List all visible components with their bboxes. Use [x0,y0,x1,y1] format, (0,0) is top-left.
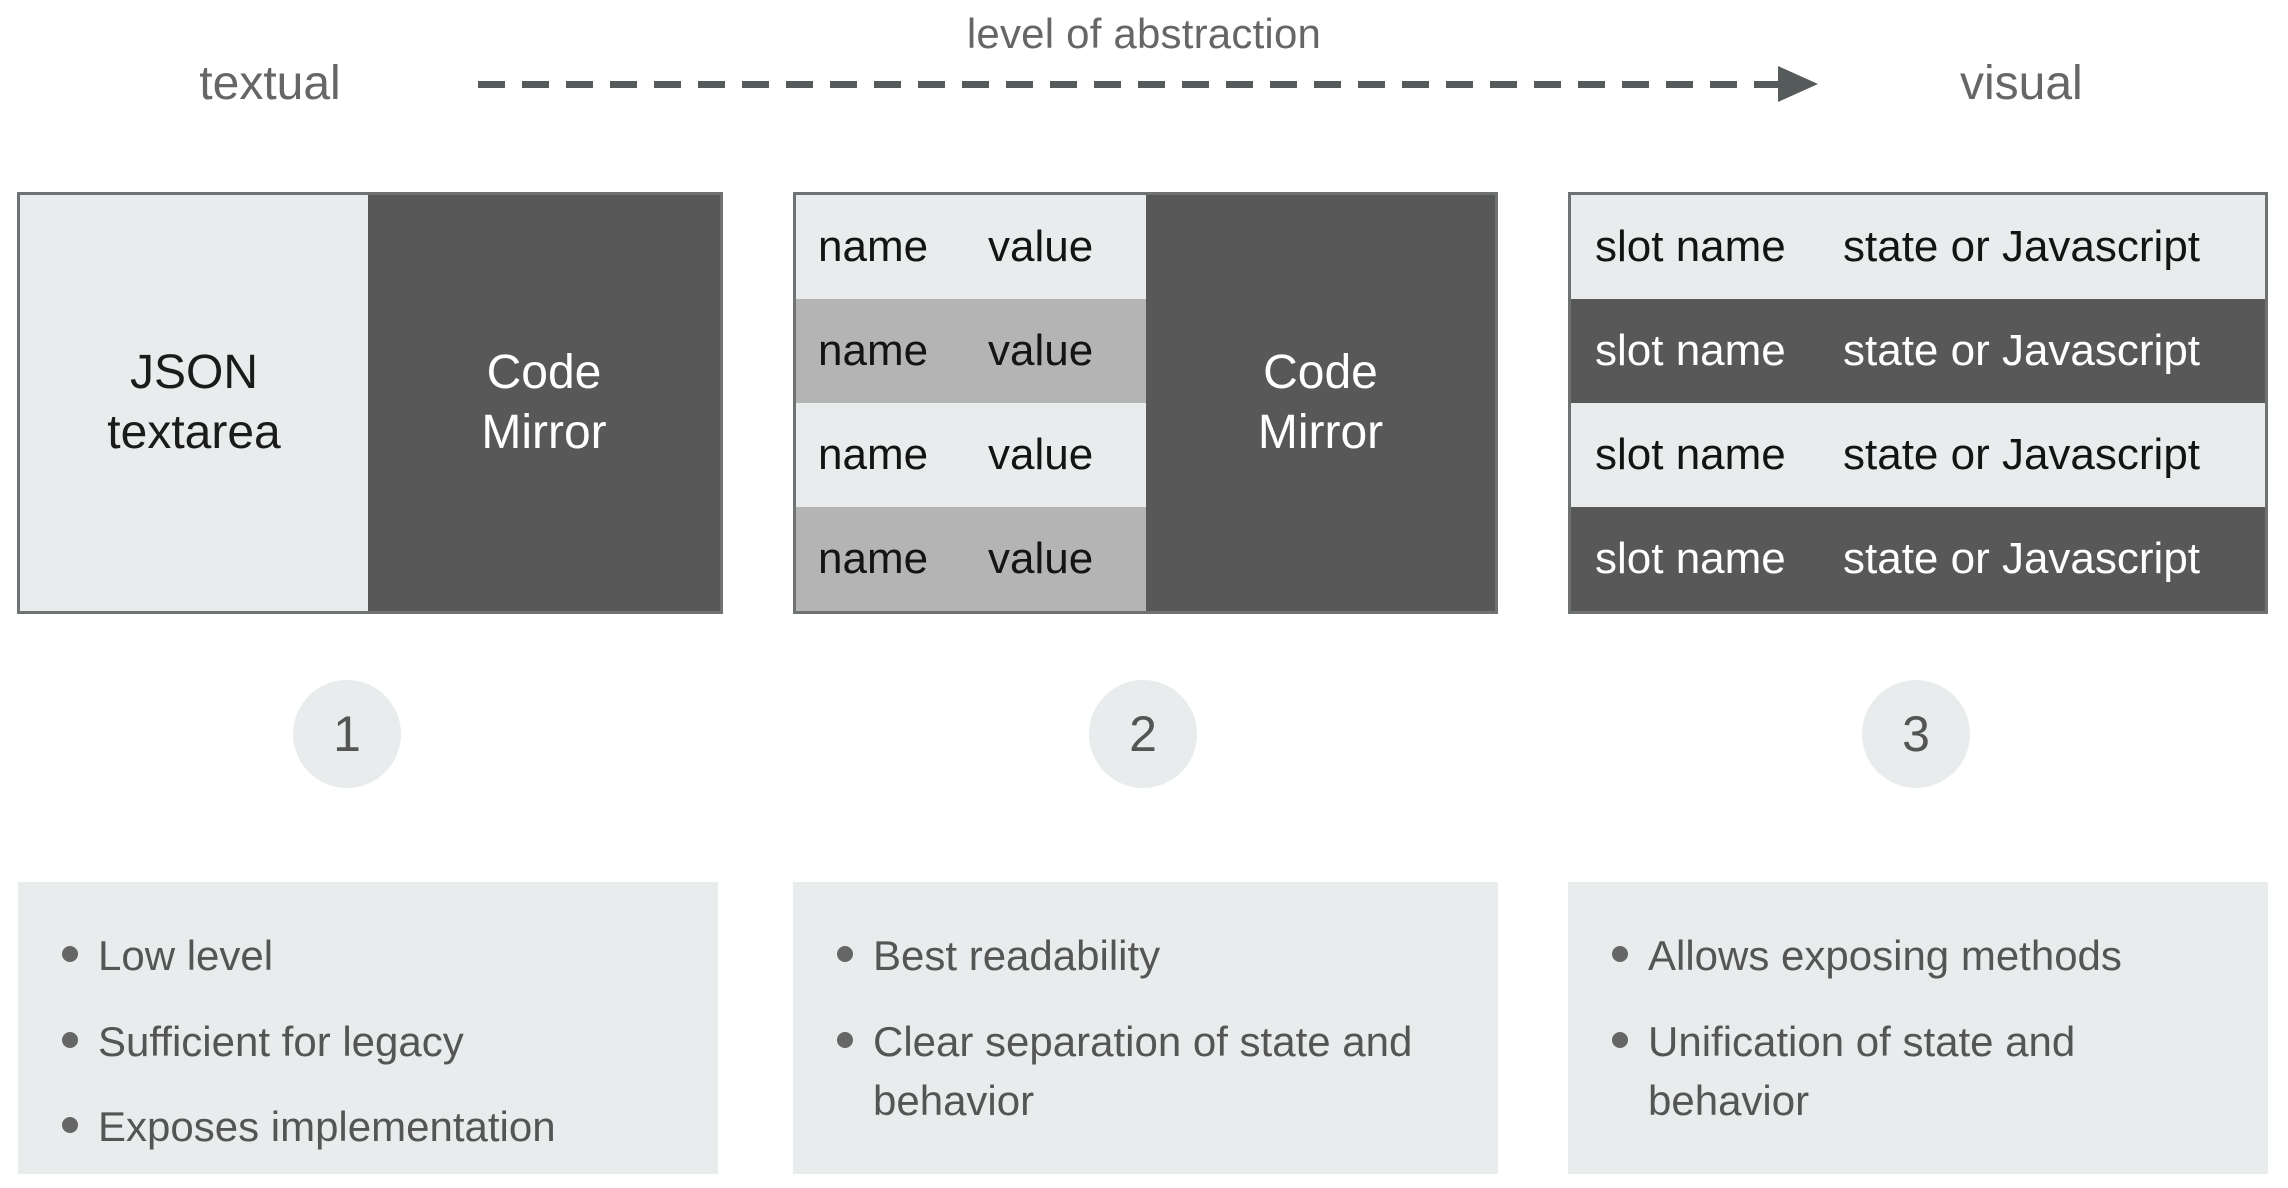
slot-name: slot name [1595,326,1786,375]
note-text: Unification of state and behavior [1648,1017,2076,1125]
bullet-icon [62,1031,78,1048]
step-badge-2: 2 [1089,680,1197,788]
bullet-icon [1612,1031,1628,1048]
kv-value: value [988,326,1094,375]
slot-name: slot name [1595,534,1786,583]
kv-name: name [818,222,929,271]
axis-title: level of abstraction [966,10,1322,57]
notes-box-2: Best readability Clear separation of sta… [793,882,1498,1174]
dashed-axis-line [478,81,1794,88]
arrow-right-icon [1778,66,1818,102]
axis-left-label: textual [199,57,341,110]
note-text: Low level [98,932,274,979]
bullet-icon [1612,946,1628,962]
table-row: slot name state or Javascript [1571,403,2265,507]
panel-2-right-label: Code Mirror [1146,195,1495,611]
kv-value: value [988,222,1094,271]
panel-1-right-label: Code Mirror [368,195,720,611]
list-item: Clear separation of state and behavior [837,1012,1468,1131]
slot-name: slot name [1595,430,1786,479]
list-item: Best readability [837,926,1468,986]
slot-name: slot name [1595,222,1786,271]
step-badge-3: 3 [1862,680,1970,788]
notes-box-3: Allows exposing methods Unification of s… [1568,882,2268,1174]
panel-1-left-label: JSON textarea [20,195,368,611]
note-text: Exposes implementation [98,1103,556,1151]
note-text: Sufficient for legacy [98,1017,464,1065]
bullet-icon [62,946,78,962]
slot-value: state or Javascript [1843,534,2201,583]
table-row: name value [796,507,1146,611]
note-text: Clear separation of state and behavior [873,1017,1413,1125]
abstraction-axis: level of abstraction textual visual [0,0,2288,170]
panel-3-slot-table: slot name state or Javascript slot name … [1568,192,2268,614]
bullet-icon [837,1031,853,1048]
panel-1-json-textarea: JSON textarea Code Mirror [17,192,723,614]
note-text: Allows exposing methods [1648,932,2122,979]
kv-value: value [988,430,1094,479]
kv-name: name [818,430,929,479]
panel-2-row-list: name value name value name value name va… [796,195,1146,611]
kv-name: name [818,534,929,583]
table-row: name value [796,403,1146,507]
bullet-icon [837,946,853,962]
notes-box-1: Low level Sufficient for legacy Exposes … [18,882,718,1174]
kv-name: name [818,326,929,375]
slot-value: state or Javascript [1843,222,2201,271]
axis-right-label: visual [1960,57,2083,110]
table-row: slot name state or Javascript [1571,507,2265,611]
list-item: Exposes implementation [62,1097,688,1157]
slot-value: state or Javascript [1843,430,2201,479]
slot-value: state or Javascript [1843,326,2201,375]
list-item: Low level [62,926,688,986]
table-row: name value [796,195,1146,299]
table-row: name value [796,299,1146,403]
kv-value: value [988,534,1094,583]
bullet-icon [62,1117,78,1134]
list-item: Allows exposing methods [1612,926,2238,986]
step-badge-1: 1 [293,680,401,788]
note-text: Best readability [873,932,1161,979]
table-row: slot name state or Javascript [1571,299,2265,403]
table-row: slot name state or Javascript [1571,195,2265,299]
list-item: Unification of state and behavior [1612,1012,2238,1131]
panel-2-name-value-table: name value name value name value name va… [793,192,1498,614]
list-item: Sufficient for legacy [62,1012,688,1072]
